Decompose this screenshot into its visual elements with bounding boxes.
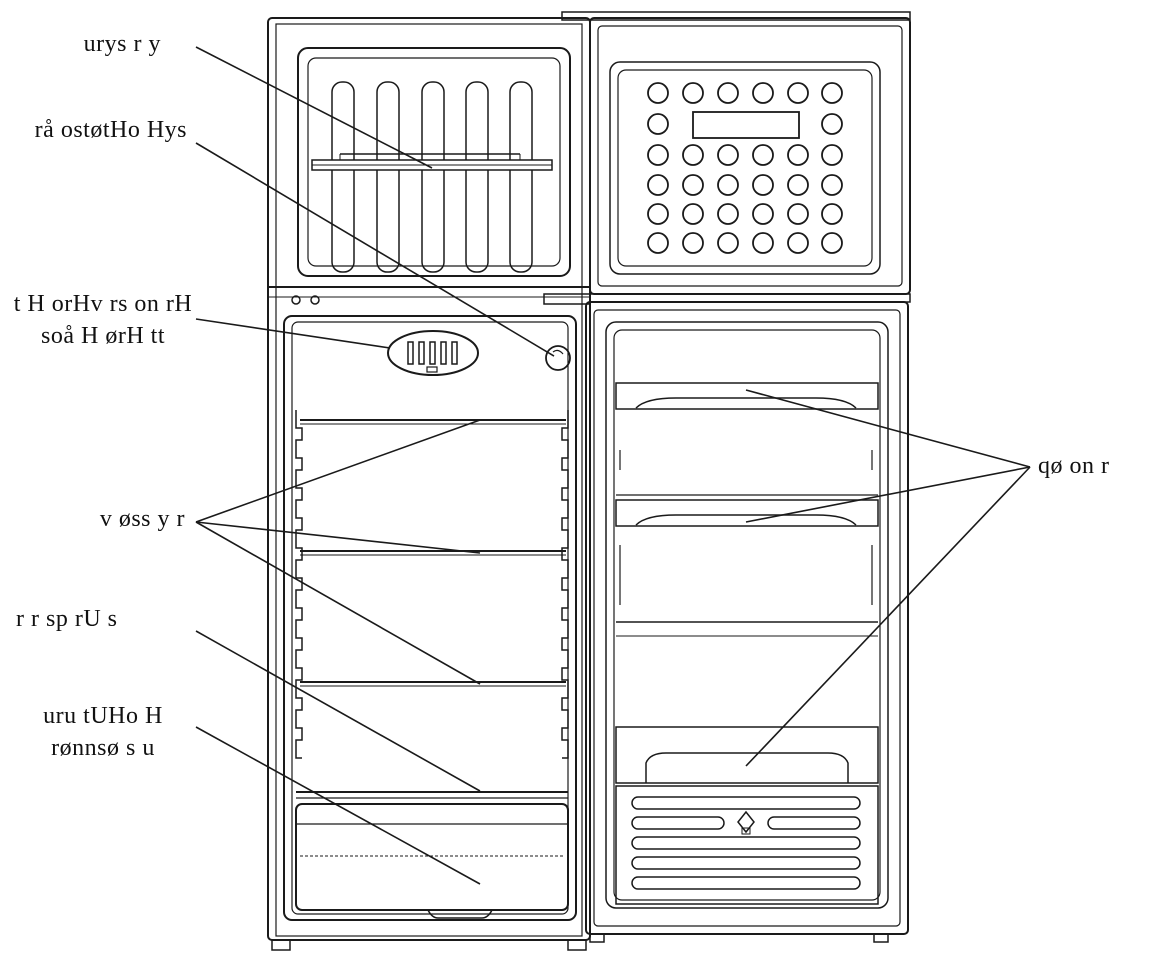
label-text: v øss y r <box>99 506 185 532</box>
freezer-door <box>561 11 911 295</box>
lamp-unit <box>387 330 479 376</box>
label-crisper: uru tUHo H rønnsø s u <box>6 700 200 764</box>
label-text: rå ostøtHo Hys <box>34 117 187 143</box>
fridge-door <box>585 301 909 935</box>
thermostat-knob <box>545 345 571 371</box>
label-text: r r sp rU s <box>16 606 118 632</box>
label-text: qø on r <box>1038 453 1110 479</box>
label-line-2: soå H ørH tt <box>41 323 165 349</box>
door-bottom-grille <box>615 785 879 905</box>
label-line-1: uru tUHo H <box>43 703 163 729</box>
label-lamp: t H orHv rs on rH soå H ørH tt <box>6 288 200 352</box>
left-cabinet <box>267 17 591 941</box>
door-shelves <box>615 382 879 784</box>
label-line-1: t H orHv rs on rH <box>13 291 193 317</box>
label-thermostat: rå ostøtHo Hys <box>35 114 187 146</box>
label-line-2: rønnsø s u <box>51 735 155 761</box>
freezer-compartment <box>297 47 571 277</box>
freezer-wire-shelf <box>311 153 553 171</box>
glass-shelves <box>300 419 566 687</box>
fridge-compartment <box>283 315 577 921</box>
label-door-shelves: qø on r <box>1038 450 1110 482</box>
cabinet-outer <box>267 17 591 941</box>
label-freezer-shelf: urys r y <box>84 28 161 60</box>
label-drain-plug: r r sp rU s <box>16 603 118 635</box>
label-glass-shelves: v øss y r <box>100 503 185 535</box>
leader-lines <box>195 46 1031 885</box>
label-text: urys r y <box>83 31 161 57</box>
crisper-drawer <box>295 803 569 919</box>
